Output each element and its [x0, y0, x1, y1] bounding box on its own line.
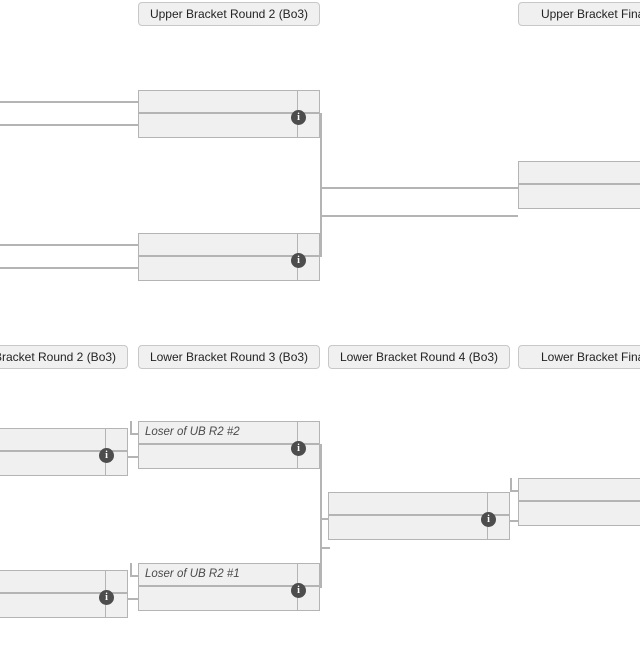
match-row[interactable] — [0, 594, 127, 617]
match-row[interactable] — [329, 493, 509, 516]
match-lb-r3-match-2[interactable]: Loser of UB R2 #1 — [138, 563, 320, 611]
match-row[interactable] — [519, 162, 640, 185]
connector-lb-final-hook-horizontal — [510, 490, 520, 492]
match-ub-r2-match-1[interactable] — [138, 90, 320, 138]
match-row[interactable] — [0, 429, 127, 452]
connector-ub-m1-vertical — [320, 113, 322, 216]
connector-lb-r3-m1-hook-horizontal — [130, 433, 140, 435]
match-row[interactable] — [519, 479, 640, 502]
connector-lb-final-hook-vertical — [510, 478, 512, 492]
opponent-score — [487, 516, 509, 539]
opponent-score — [297, 587, 319, 610]
match-row[interactable] — [139, 445, 319, 468]
match-row[interactable] — [0, 452, 127, 475]
info-icon[interactable]: i — [291, 583, 306, 598]
opponent-score — [297, 234, 319, 255]
connector-ub-m2-vertical — [320, 187, 322, 257]
match-lb-r4[interactable] — [328, 492, 510, 540]
connector-lb-r3-m1-hook-vertical — [130, 421, 132, 435]
connector-ub-m2-horizontal — [320, 187, 518, 189]
connector-lb-r2-m2-out — [128, 598, 140, 600]
round-header-lb-r3[interactable]: Lower Bracket Round 3 (Bo3) — [138, 345, 320, 369]
info-icon[interactable]: i — [291, 110, 306, 125]
opponent-score — [487, 493, 509, 514]
round-header-lb-final[interactable]: Lower Bracket Final — [518, 345, 640, 369]
match-lb-final[interactable] — [518, 478, 640, 526]
match-ub-r2-match-2[interactable] — [138, 233, 320, 281]
connector-ub-r2-m2-in-bottom — [0, 267, 138, 269]
connector-ub-m1-horizontal — [320, 215, 518, 217]
opponent-score — [297, 564, 319, 585]
match-row[interactable]: Loser of UB R2 #2 — [139, 422, 319, 445]
round-header-ub-final[interactable]: Upper Bracket Final — [518, 2, 640, 26]
info-icon[interactable]: i — [291, 441, 306, 456]
connector-lb-r2-m1-out — [128, 456, 140, 458]
opponent-name: Loser of UB R2 #1 — [145, 568, 240, 580]
connector-ub-r2-m1-in-bottom — [0, 124, 138, 126]
opponent-name: Loser of UB R2 #2 — [145, 426, 240, 438]
opponent-score — [297, 257, 319, 280]
round-header-lb-r4[interactable]: Lower Bracket Round 4 (Bo3) — [328, 345, 510, 369]
connector-lb-r3-m2-hook-vertical — [130, 563, 132, 577]
info-icon[interactable]: i — [291, 253, 306, 268]
connector-lb-r3-m2-hook-horizontal — [130, 575, 140, 577]
info-icon[interactable]: i — [99, 448, 114, 463]
match-row[interactable] — [139, 91, 319, 114]
match-row[interactable] — [139, 114, 319, 137]
opponent-score — [297, 445, 319, 468]
opponent-score — [297, 422, 319, 443]
match-row[interactable] — [139, 257, 319, 280]
match-row[interactable] — [139, 234, 319, 257]
opponent-score — [105, 571, 127, 592]
match-lb-r3-match-1[interactable]: Loser of UB R2 #2 — [138, 421, 320, 469]
info-icon[interactable]: i — [99, 590, 114, 605]
match-row[interactable] — [519, 502, 640, 525]
opponent-score — [105, 452, 127, 475]
opponent-score — [297, 91, 319, 112]
match-ub-final[interactable] — [518, 161, 640, 209]
match-row[interactable] — [519, 185, 640, 208]
connector-lb-r3-m2-horizontal — [320, 518, 330, 520]
round-header-lb-r2[interactable]: Lower Bracket Round 2 (Bo3) — [0, 345, 128, 369]
match-row[interactable] — [139, 587, 319, 610]
info-icon[interactable]: i — [481, 512, 496, 527]
connector-lb-r3-m1-vertical — [320, 444, 322, 549]
connector-ub-r2-m2-in-top — [0, 244, 138, 246]
connector-lb-r4-out — [510, 520, 520, 522]
match-row[interactable] — [329, 516, 509, 539]
connector-lb-r3-m1-horizontal — [320, 547, 330, 549]
connector-ub-r2-m1-in-top — [0, 101, 138, 103]
opponent-score — [297, 114, 319, 137]
connector-lb-r3-m2-vertical — [320, 518, 322, 588]
match-row[interactable] — [0, 571, 127, 594]
opponent-score — [105, 429, 127, 450]
match-row[interactable]: Loser of UB R2 #1 — [139, 564, 319, 587]
opponent-score — [105, 594, 127, 617]
round-header-ub-r2[interactable]: Upper Bracket Round 2 (Bo3) — [138, 2, 320, 26]
